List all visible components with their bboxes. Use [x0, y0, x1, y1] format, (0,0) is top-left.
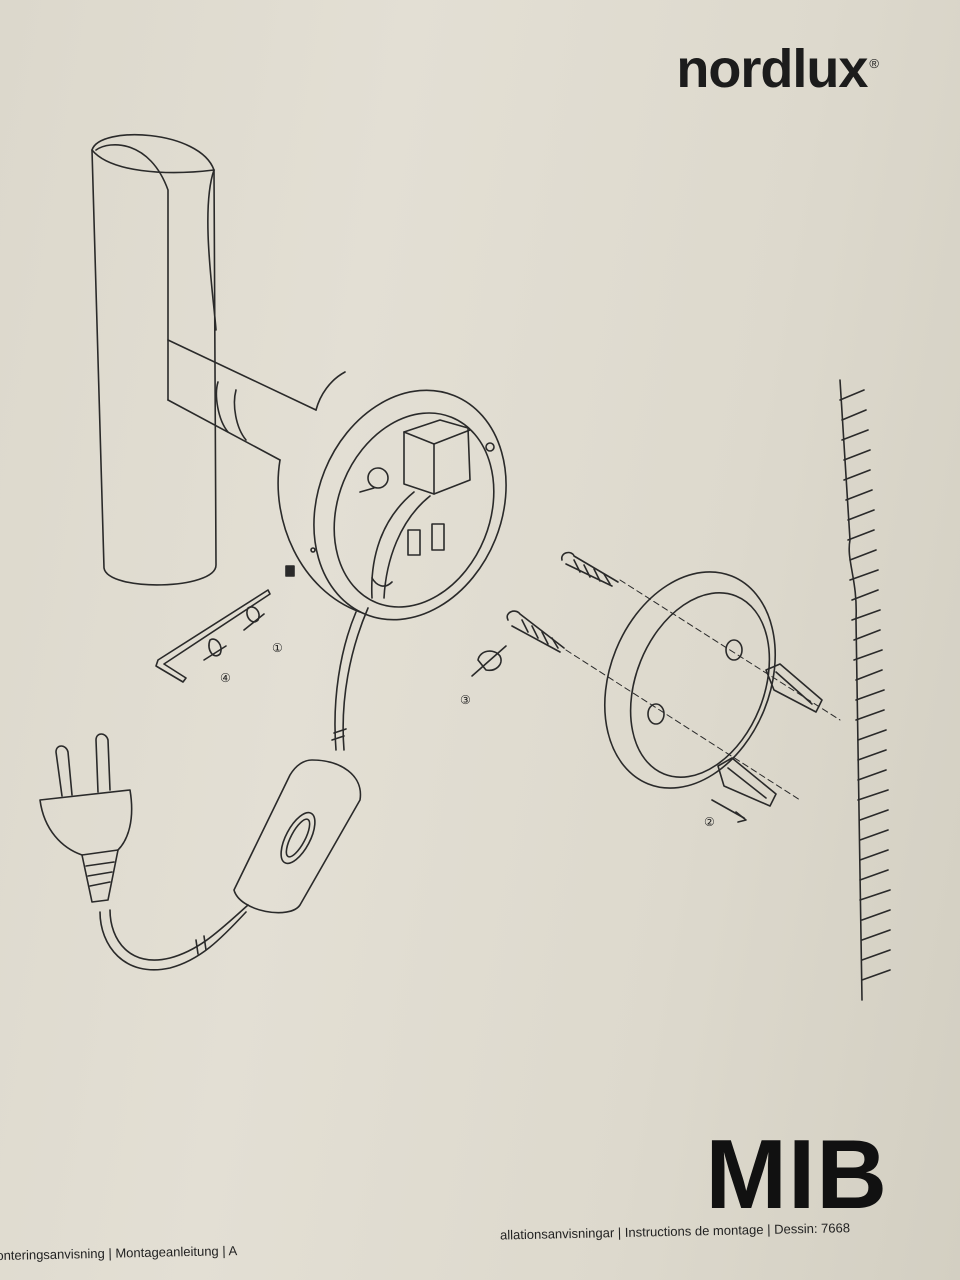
wall-screws	[471, 551, 619, 677]
lamp-arm	[167, 339, 317, 461]
product-model: MIB	[705, 1119, 888, 1229]
power-cable	[39, 607, 369, 971]
mounting-plate	[565, 571, 841, 801]
lamp-shade	[91, 133, 217, 586]
wall-plugs	[711, 663, 823, 823]
wall-canopy	[277, 371, 507, 621]
step-2-callout: ②	[704, 815, 715, 829]
registered-mark: ®	[869, 56, 879, 71]
step-4-callout: ④	[220, 671, 231, 685]
allen-key-set	[155, 589, 271, 683]
brand-logo: nordlux®	[676, 38, 879, 100]
brand-name: nordlux	[676, 39, 868, 99]
step-3-callout: ③	[460, 693, 471, 707]
wall	[839, 379, 891, 1001]
step-callouts: ① ④ ③ ②	[220, 641, 715, 829]
step-1-callout: ①	[272, 641, 283, 655]
